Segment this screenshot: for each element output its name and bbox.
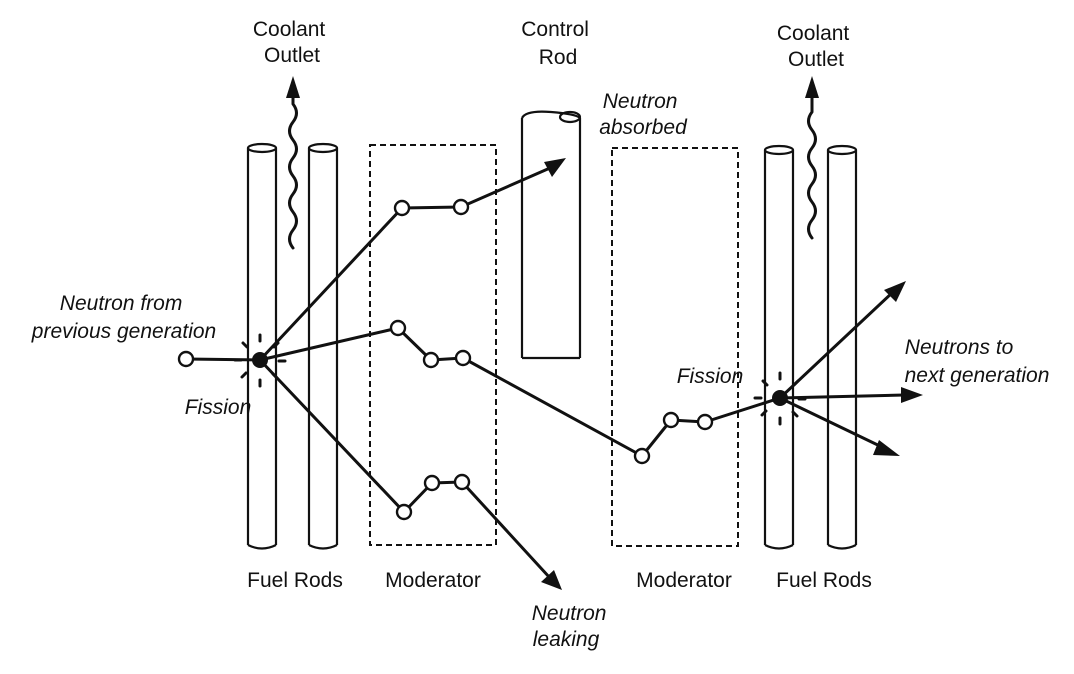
fission-right-label: Fission — [677, 365, 744, 388]
neutron-node — [454, 349, 472, 367]
neutron-node — [423, 474, 441, 492]
fuel-rods-right-label: Fuel Rods — [776, 569, 872, 592]
coolant-outlet-left-label: Coolant Outlet — [253, 18, 331, 67]
control-rod-shape — [520, 110, 582, 360]
neutron-node — [453, 473, 471, 491]
control-rod-label: Control Rod — [521, 18, 595, 69]
neutron-node — [633, 447, 651, 465]
neutron-node — [395, 503, 413, 521]
fuel-rods-left-label: Fuel Rods — [247, 569, 343, 592]
moderator-right-label: Moderator — [636, 569, 732, 592]
neutron-absorbed-label: Neutron absorbed — [599, 90, 688, 139]
neutron-node — [393, 199, 411, 217]
neutron-previous-label: Neutron from previous generation — [31, 292, 216, 343]
fission-burst-right — [753, 371, 807, 426]
fuel-rod — [826, 144, 858, 550]
neutrons-next-label: Neutrons to next generation — [905, 336, 1050, 387]
moderator-left-region — [369, 144, 497, 546]
fuel-rod — [763, 144, 795, 550]
moderator-left-label: Moderator — [385, 569, 481, 592]
neutron-node — [422, 351, 440, 369]
neutron-node — [696, 413, 714, 431]
coolant-arrow-left — [286, 76, 300, 250]
coolant-outlet-right-label: Coolant Outlet — [777, 22, 855, 71]
neutron-leaking-label: Neutron leaking — [532, 602, 613, 651]
coolant-arrow-right — [805, 76, 819, 240]
neutron-node — [662, 411, 680, 429]
fission-burst-left — [233, 333, 287, 388]
collision-nodes — [177, 198, 714, 521]
neutron-node — [389, 319, 407, 337]
neutron-node — [177, 350, 195, 368]
moderator-right-region — [611, 147, 739, 547]
fuel-rods-right — [763, 144, 858, 550]
fuel-rod — [307, 142, 339, 550]
neutron-node — [452, 198, 470, 216]
fission-left-label: Fission — [185, 396, 252, 419]
